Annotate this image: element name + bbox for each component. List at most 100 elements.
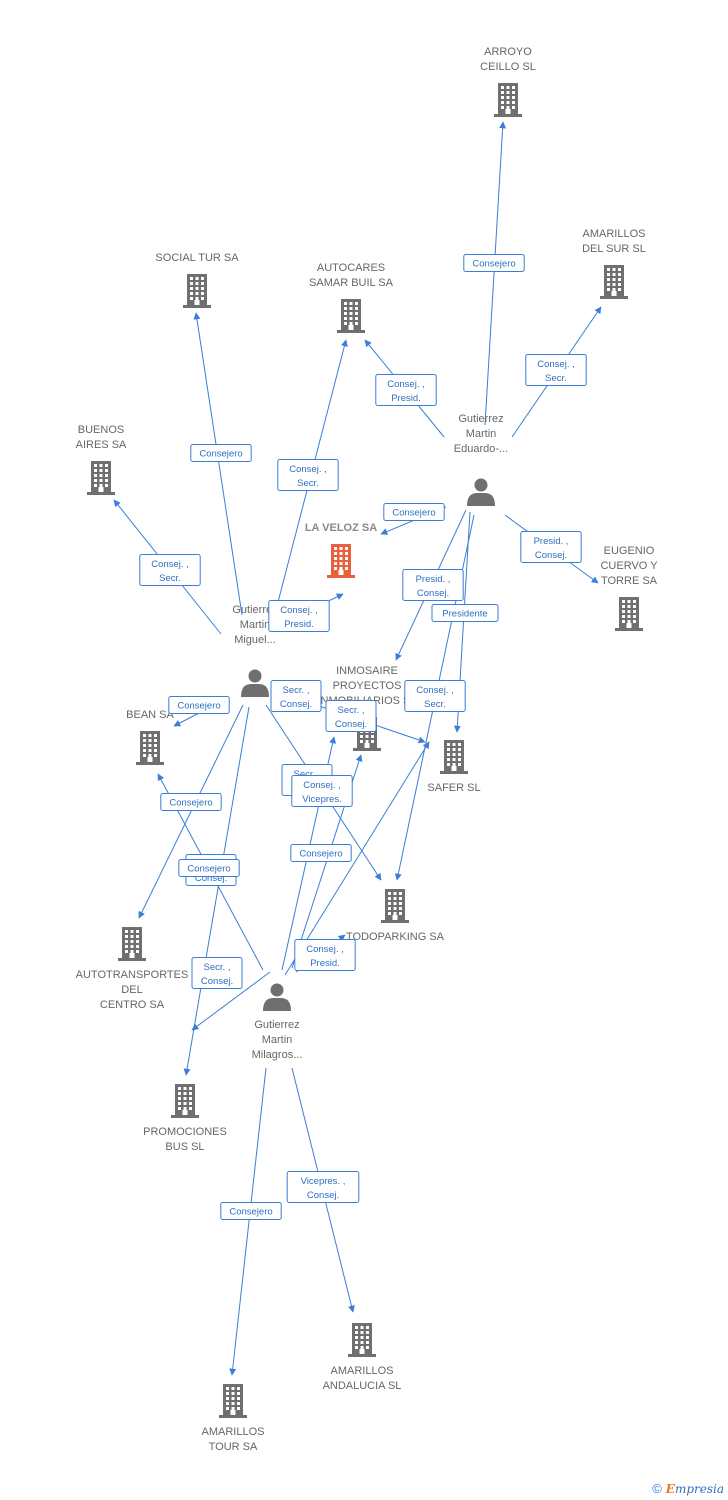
- building-icon: [171, 1084, 199, 1118]
- edge-label-p_eduardo-safer[interactable]: Presidente: [431, 604, 499, 622]
- edge-label-p_eduardo-eugenio[interactable]: Presid. ,Consej.: [520, 531, 582, 563]
- edge-label-text: Presid. ,: [416, 574, 451, 585]
- company-node-la_veloz[interactable]: LA VELOZ SA: [305, 522, 377, 578]
- edge-label-text: Vicepres.: [302, 794, 341, 805]
- person-icon: [467, 478, 495, 506]
- edge-label-text: Consej. ,: [280, 605, 318, 616]
- edge-line-p_miguel-social_tur: [193, 312, 243, 616]
- edge-line-p_milagros-promociones: [191, 971, 271, 1031]
- edge-label-p_miguel-autocares[interactable]: Consej. ,Secr.: [277, 459, 339, 491]
- edge-label-box: [277, 459, 339, 491]
- edge-label-p_milagros-amarillos_tour[interactable]: Consejero: [220, 1202, 282, 1220]
- node-label-line: SAFER SL: [427, 782, 480, 794]
- person-node-p_eduardo[interactable]: GutierrezMartinEduardo-...: [454, 413, 508, 506]
- node-label-line: AUTOTRANSPORTES: [76, 969, 189, 981]
- node-label-line: ANDALUCIA SL: [323, 1380, 402, 1392]
- edge-label-text: Consej. ,: [151, 559, 189, 570]
- brand-initial: E: [665, 1482, 675, 1496]
- edge-label-text: Secr.: [297, 478, 319, 489]
- node-label-line: Gutierrez: [232, 604, 277, 616]
- edge-label-p_eduardo-amarillos_sur[interactable]: Consej. ,Secr.: [525, 354, 587, 386]
- edge-label-p_eduardo-inmosaire[interactable]: Presid. ,Consej.: [402, 569, 464, 601]
- edge-label-p_eduardo-la_veloz[interactable]: Consejero: [383, 503, 445, 521]
- edge-label-p_miguel-safer[interactable]: Secr. ,Consej.: [270, 680, 322, 712]
- edge-label-p_eduardo-todoparking[interactable]: Consej. ,Secr.: [404, 680, 466, 712]
- edge-label-text: Consej. ,: [303, 780, 341, 791]
- company-node-todoparking[interactable]: TODOPARKING SA: [346, 889, 445, 943]
- edge-label-text: Presid. ,: [534, 536, 569, 547]
- building-icon: [219, 1384, 247, 1418]
- edge-label-text: Consej. ,: [387, 379, 425, 390]
- edge-label-p_eduardo-arroyo[interactable]: Consejero: [463, 254, 525, 272]
- company-node-bean[interactable]: BEAN SA: [126, 709, 175, 765]
- edge-label-text: Presid.: [310, 958, 340, 969]
- edge-label-text: Consej.: [195, 873, 227, 884]
- edge-label-text: Consej.: [280, 699, 312, 710]
- brand-watermark[interactable]: ©Empresia: [652, 1481, 724, 1496]
- edge-label-p_milagros-bean[interactable]: Consejero: [178, 859, 240, 877]
- company-node-social_tur[interactable]: SOCIAL TUR SA: [155, 252, 239, 308]
- company-node-safer[interactable]: SAFER SL: [427, 740, 481, 794]
- edge-label-p_milagros-amarillos_andalucia[interactable]: Vicepres. ,Consej.: [286, 1171, 360, 1203]
- edge-label-box: [268, 600, 330, 632]
- person-node-p_miguel[interactable]: GutierrezMartinMiguel...: [232, 604, 278, 697]
- node-label-line: LA VELOZ SA: [305, 522, 377, 534]
- brand-name: mpresia: [674, 1482, 724, 1496]
- edge-label-text: Consej.: [307, 1190, 339, 1201]
- edge-label-p_eduardo-autocares[interactable]: Consej. ,Presid.: [375, 374, 437, 406]
- edge-label-p_milagros-autotransportes[interactable]: Consej. , Presid.: [294, 939, 356, 971]
- node-label-line: AUTOCARES: [317, 262, 385, 274]
- node-label-line: AMARILLOS: [202, 1426, 265, 1438]
- edge-label-p_miguel-social_tur[interactable]: Consejero: [190, 444, 252, 462]
- edge-label-box: [325, 700, 377, 732]
- edge-label-box: [191, 957, 243, 989]
- person-icon: [241, 669, 269, 697]
- edge-label-text: Consej. ,: [416, 685, 454, 696]
- edge-label-box: [160, 793, 222, 811]
- node-label-line: Martin: [262, 1034, 293, 1046]
- node-label-line: Eduardo-...: [454, 443, 508, 455]
- edge-label-box: [290, 844, 352, 862]
- edge-label-box: [178, 859, 240, 877]
- edge-label-p_miguel-la_veloz[interactable]: Consej. , Presid.: [268, 600, 330, 632]
- edge-label-p_miguel-bean[interactable]: Consejero: [168, 696, 230, 714]
- building-icon: [440, 740, 468, 774]
- building-icon: [348, 1323, 376, 1357]
- edge-label-box: [291, 775, 353, 807]
- edge-label-p_miguel-autotransportes[interactable]: Consejero: [160, 793, 222, 811]
- edge-label-box: [375, 374, 437, 406]
- edge-label-text: Presid.: [284, 619, 314, 630]
- edge-label-text: Consejero: [187, 864, 230, 875]
- edge-label-p_miguel-buenos_aires[interactable]: Consej. ,Secr.: [139, 554, 201, 586]
- edge-label-text: Presidente: [442, 609, 487, 620]
- person-icon: [263, 983, 291, 1011]
- node-label-line: CUERVO Y: [600, 560, 658, 572]
- building-icon: [327, 544, 355, 578]
- edge-label-p_milagros-inmosaire[interactable]: Consejero: [290, 844, 352, 862]
- building-icon: [136, 731, 164, 765]
- node-label-line: TORRE SA: [601, 575, 658, 587]
- edge-label-text: Consej. ,: [306, 944, 344, 955]
- edge-label-p_milagros-promociones[interactable]: Secr. ,Consej.: [191, 957, 243, 989]
- node-label-line: BUENOS: [78, 424, 124, 436]
- person-node-p_milagros[interactable]: GutierrezMartinMilagros...: [252, 983, 303, 1062]
- node-label-line: PROYECTOS: [333, 680, 402, 692]
- building-icon: [615, 597, 643, 631]
- node-label-line: Gutierrez: [458, 413, 503, 425]
- edge-label-p_milagros-safer[interactable]: Secr. ,Consej.: [325, 700, 377, 732]
- edge-label-p_milagros-la_veloz[interactable]: Consej. , Vicepres.: [291, 775, 353, 807]
- edge-label-text: Consejero: [169, 798, 212, 809]
- edge-label-box: [294, 939, 356, 971]
- edge-label-box: [402, 569, 464, 601]
- edge-label-box: [431, 604, 499, 622]
